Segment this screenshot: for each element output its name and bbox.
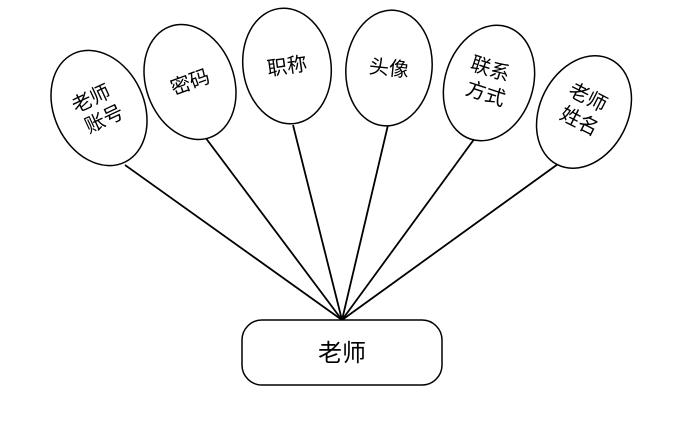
- attribute-label-line: 头像: [368, 54, 410, 82]
- link-contact: [341, 137, 476, 321]
- entity-teacher: 老师: [241, 319, 443, 386]
- attribute-avatar: 头像: [345, 9, 433, 127]
- link-password: [204, 136, 343, 321]
- link-avatar: [341, 124, 389, 321]
- svg-text:职称: 职称: [266, 51, 309, 80]
- link-teacher-name: [341, 163, 559, 321]
- attribute-password: 密码: [143, 23, 237, 141]
- attribute-contact: 联系 方式: [442, 24, 536, 142]
- svg-text:头像: 头像: [368, 54, 410, 82]
- attribute-title: 职称: [241, 7, 333, 125]
- attribute-teacher-account: 老师 账号: [50, 49, 148, 167]
- attribute-teacher-name: 老师 姓名: [535, 55, 633, 169]
- entity-label: 老师: [318, 339, 366, 367]
- attribute-label-line: 职称: [266, 51, 309, 80]
- link-teacher-account: [124, 164, 343, 321]
- link-title: [292, 124, 343, 321]
